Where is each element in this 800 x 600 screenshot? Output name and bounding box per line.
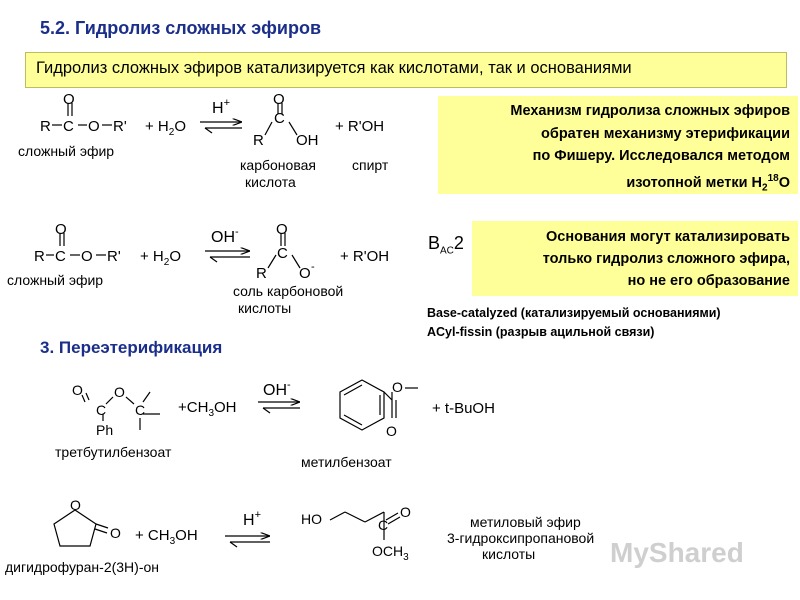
r3-product-label: метилбензоат — [301, 454, 392, 470]
r3-atom-o-top: O — [72, 382, 83, 398]
r4-reagent: + CH3OH — [135, 527, 198, 547]
r4-p-c: C — [378, 517, 388, 533]
r3-catalyst: OH- — [263, 379, 291, 399]
r2-p-c: C — [277, 245, 288, 262]
base-line-1: Основания могут катализировать — [546, 229, 790, 245]
r2-p-r: R — [256, 265, 267, 282]
r2-product2: + R'OH — [340, 248, 389, 265]
r4-p-o: O — [400, 504, 411, 520]
page-title: 5.2. Гидролиз сложных эфиров — [40, 18, 322, 38]
r3-atom-c2: C — [135, 402, 145, 418]
r1-p-c: C — [274, 110, 285, 127]
r1-atom-o-top: O — [63, 91, 75, 108]
r2-reagent: + H2O — [140, 248, 181, 268]
r2-p-o: O — [299, 265, 311, 282]
mechanism-line-2: обратен механизму этерификации — [541, 125, 790, 142]
r4-product-label-2: 3-гидроксипропановой — [447, 530, 594, 546]
watermark-logo: MyShared — [610, 537, 744, 568]
r1-atom-o: O — [88, 118, 100, 135]
r1-atom-c: C — [63, 118, 74, 135]
r2-reactant-label: сложный эфир — [7, 272, 103, 288]
r1-reactant-label: сложный эфир — [18, 143, 114, 159]
r4-reactant-label: дигидрофуран-2(3H)-он — [5, 559, 159, 575]
section-3-title: 3. Переэтерификация — [40, 338, 223, 357]
r1-p-r: R — [253, 132, 264, 149]
r1-reagent: + H2O — [145, 118, 186, 138]
r3-p-o-carbonyl: O — [386, 423, 397, 439]
r1-product1-label-1: карбоновая — [240, 157, 316, 173]
r1-p-o-top: O — [273, 91, 285, 108]
r2-product1-label-2: кислоты — [238, 300, 291, 316]
r1-p-oh: OH — [296, 132, 319, 149]
r2-atom-o-top: O — [55, 221, 67, 238]
intro-box: Гидролиз сложных эфиров катализируется к… — [25, 52, 787, 88]
r3-atom-o: O — [114, 384, 125, 400]
r4-ring-o: O — [70, 497, 81, 513]
r2-atom-c: C — [55, 248, 66, 265]
r4-catalyst: H+ — [243, 509, 261, 529]
mechanism-line-4: изотопной метки H218O — [626, 172, 790, 194]
r2-product1-label-1: соль карбоновой — [233, 283, 343, 299]
mechanism-box: Механизм гидролиза сложных эфиров обрате… — [438, 96, 798, 194]
r3-atom-c: C — [96, 402, 106, 418]
r3-reactant-label: третбутилбензоат — [55, 444, 172, 460]
base-box: Основания могут катализировать только ги… — [472, 221, 798, 296]
r1-product1-label-2: кислота — [245, 174, 296, 190]
r1-catalyst: H+ — [212, 97, 230, 117]
r2-p-minus: - — [311, 261, 315, 273]
bac2-label: BAC2 — [428, 233, 464, 257]
r2-atom-rp: R' — [107, 248, 121, 265]
mechanism-line-3: по Фишеру. Исследовался методом — [532, 148, 790, 164]
r2-catalyst: OH- — [211, 226, 239, 246]
r3-reagent: +CH3OH — [178, 399, 237, 419]
mechanism-line-1: Механизм гидролиза сложных эфиров — [510, 103, 790, 119]
r3-product2: + t-BuOH — [432, 400, 495, 417]
r1-atom-r: R — [40, 118, 51, 135]
r2-atom-o: O — [81, 248, 93, 265]
r1-product2-label: спирт — [352, 157, 389, 173]
base-line-3: но не его образование — [627, 273, 790, 289]
r4-product-label-3: кислоты — [482, 546, 535, 562]
r4-carbonyl-o: O — [110, 525, 121, 541]
r4-p-ho: HO — [301, 511, 322, 527]
base-line-2: только гидролиз сложного эфира, — [542, 251, 790, 267]
r2-atom-r: R — [34, 248, 45, 265]
r3-p-o-ester: O — [392, 379, 403, 395]
r2-p-o-top: O — [276, 221, 288, 238]
note-base-catalyzed: Base-catalyzed (катализируемый основания… — [427, 306, 721, 320]
r3-atom-ph: Ph — [96, 422, 113, 438]
note-acyl-fission: ACyl-fissin (разрыв ацильной связи) — [427, 325, 655, 339]
r1-atom-rp: R' — [113, 118, 127, 135]
r4-product-label-1: метиловый эфир — [470, 514, 581, 530]
r1-product2: + R'OH — [335, 118, 384, 135]
r4-p-och: OCH3 — [372, 543, 409, 563]
